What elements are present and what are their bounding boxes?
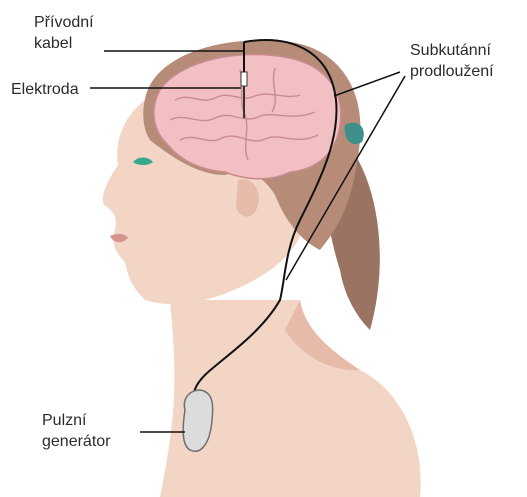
label-electrode-text: Elektroda bbox=[11, 81, 79, 98]
label-lead-cable: Přívodní kabel bbox=[34, 12, 94, 54]
label-subcutaneous-extension-line2: prodloužení bbox=[410, 61, 494, 82]
label-pulse-generator-line2: generátor bbox=[42, 431, 111, 452]
label-lead-cable-line2: kabel bbox=[34, 33, 94, 54]
label-electrode: Elektroda bbox=[11, 79, 79, 100]
label-subcutaneous-extension-line1: Subkutánní bbox=[410, 40, 494, 61]
label-lead-cable-line1: Přívodní bbox=[34, 12, 94, 33]
label-pulse-generator-line1: Pulzní bbox=[42, 410, 111, 431]
label-pulse-generator: Pulzní generátor bbox=[42, 410, 111, 452]
label-subcutaneous-extension: Subkutánní prodloužení bbox=[410, 40, 494, 82]
